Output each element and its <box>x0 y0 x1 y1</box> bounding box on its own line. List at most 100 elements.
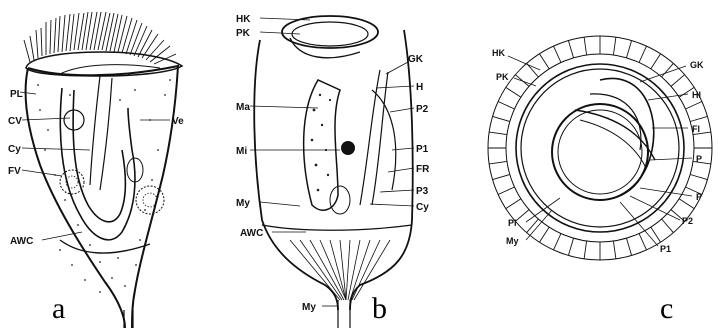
panel-b-label-my-top: My <box>236 198 250 209</box>
panel-c-leader-hk <box>508 56 540 70</box>
panel-a-leader-cy <box>22 148 90 150</box>
panel-c-label-p-lower: P <box>696 192 702 202</box>
panel-c-radial-tick <box>498 187 514 195</box>
panel-c-label-p2: P2 <box>682 216 693 226</box>
panel-b-leader-pk <box>260 32 300 34</box>
panel-c-radial-tick <box>679 199 694 209</box>
panel-b-filaments <box>360 70 396 205</box>
panel-c-label-pl: Pl <box>508 218 517 228</box>
panel-b-label-cy: Cy <box>416 202 429 213</box>
panel-b-label-p2: P2 <box>416 104 429 115</box>
panel-c-radial-tick <box>554 46 562 62</box>
panel-c-radial-tick <box>568 238 573 255</box>
panel-c-radial-tick <box>690 175 707 180</box>
panel-b-label-p3: P3 <box>416 186 429 197</box>
panel-c-radial-tick <box>613 37 616 55</box>
panel-c-buccal-cavity <box>552 78 655 200</box>
panel-c-radial-tick <box>627 41 632 58</box>
panel-a-aboral-wreath <box>60 240 150 253</box>
panel-b-label-awc: AWC <box>240 228 263 239</box>
panel-c-label-fl: Fl <box>692 124 700 134</box>
panel-c-radial-tick <box>506 87 521 97</box>
panel-b-peristome-spiral <box>282 16 378 58</box>
panel-b-myonemes <box>290 240 390 300</box>
panel-c-letter: c <box>660 292 673 325</box>
panel-b-macronucleus <box>304 80 340 210</box>
panel-c-label-my: My <box>506 236 519 246</box>
panel-b-leader-my-top <box>260 202 300 206</box>
panel-c-radial-tick <box>662 63 674 77</box>
panel-b-leader-p2 <box>390 108 414 112</box>
panel-c-leader-p1 <box>620 202 658 246</box>
panel-a-cytopharynx <box>90 76 112 190</box>
panel-b-vacuole <box>330 186 350 214</box>
panel-a-leader-cv <box>22 118 70 120</box>
panel-c-label-p-upper: P <box>696 154 702 164</box>
panel-b-label-mi: Mi <box>236 146 247 157</box>
panel-c-radial-tick <box>651 54 661 69</box>
panel-c-radial-tick <box>539 54 549 69</box>
panel-a-letter: a <box>52 292 65 325</box>
panel-b-stalk <box>338 300 350 328</box>
panel-c-radial-tick <box>613 241 616 259</box>
panel-c-radial-tick <box>568 41 573 58</box>
panel-c-radial-tick <box>489 161 507 164</box>
panel-a-label-cv: CV <box>8 116 22 127</box>
panel-b-body-band <box>262 225 412 230</box>
panel-a-label-fv: FV <box>8 166 21 177</box>
panel-c-drawing: HK PK GK HI Fl P P P2 P1 Pl My c <box>488 36 712 325</box>
panel-a-food-vacuole-left <box>60 170 84 194</box>
panel-b-label-gk: GK <box>408 54 424 65</box>
panel-c-radial-tick <box>527 63 539 77</box>
panel-c-radial-tick <box>527 219 539 233</box>
panel-c-radial-tick <box>671 75 685 87</box>
panel-c-radial-tick <box>690 116 707 121</box>
panel-c-radial-tick <box>639 234 647 250</box>
panel-c-peristome-rings <box>516 64 684 232</box>
panel-c-leader-p-upper <box>650 158 692 160</box>
panel-b-label-my-stalk: My <box>302 302 316 313</box>
panel-c-radial-tick <box>498 102 514 110</box>
panel-b-leader-fr <box>388 168 414 172</box>
panel-a-label-pl: PL <box>10 89 23 100</box>
panel-a-label-ve: Ve <box>172 116 184 127</box>
panel-b-label-ma: Ma <box>236 102 250 113</box>
panel-b-label-hk: HK <box>236 14 251 25</box>
panel-b-leader-cy <box>370 204 414 206</box>
panel-b-label-fr: FR <box>416 164 430 175</box>
panel-c-radial-tick <box>493 175 510 180</box>
panel-c-radial-tick <box>493 116 510 121</box>
panel-b-letter: b <box>372 292 387 325</box>
panel-b-label-p1: P1 <box>416 144 429 155</box>
panel-a-label-awc: AWC <box>10 236 33 247</box>
panel-a-stippling <box>37 79 171 293</box>
panel-c-radial-tick <box>686 102 702 110</box>
panel-c-radial-tick <box>554 234 562 250</box>
panel-c-label-hi: HI <box>692 90 701 100</box>
panel-c-radial-tick <box>515 210 529 222</box>
panel-c-radial-tick <box>639 46 647 62</box>
panel-b-nucleus-stippling <box>311 94 331 192</box>
panel-c-radial-tick <box>539 227 549 242</box>
panel-c-label-gk: GK <box>690 60 704 70</box>
panel-c-radial-tick <box>627 238 632 255</box>
panel-c-radial-tick <box>584 37 587 55</box>
panel-a-drawing: PL CV Cy FV AWC Ve a <box>8 12 184 328</box>
panel-b-label-h: H <box>416 82 423 93</box>
panel-c-radial-tick <box>506 199 521 209</box>
panel-c-radial-tick <box>662 219 674 233</box>
panel-b-leader-p3 <box>380 190 414 192</box>
panel-b-leader-gk <box>386 62 408 74</box>
panel-a-label-cy: Cy <box>8 144 21 155</box>
panel-b-label-pk: PK <box>236 28 251 39</box>
panel-c-radial-tick <box>489 132 507 135</box>
panel-c-label-hk: HK <box>492 48 505 58</box>
panel-b-drawing: HK PK GK H P2 Ma Mi P1 FR P3 Cy My AWC M… <box>236 14 430 328</box>
panel-a-body-outline <box>26 66 178 328</box>
panel-c-radial-tick <box>515 75 529 87</box>
panel-b-leader-h <box>376 86 414 88</box>
panel-c-label-pk: PK <box>496 72 509 82</box>
panel-b-micronucleus <box>341 141 355 155</box>
panel-c-leader-my <box>526 210 552 240</box>
